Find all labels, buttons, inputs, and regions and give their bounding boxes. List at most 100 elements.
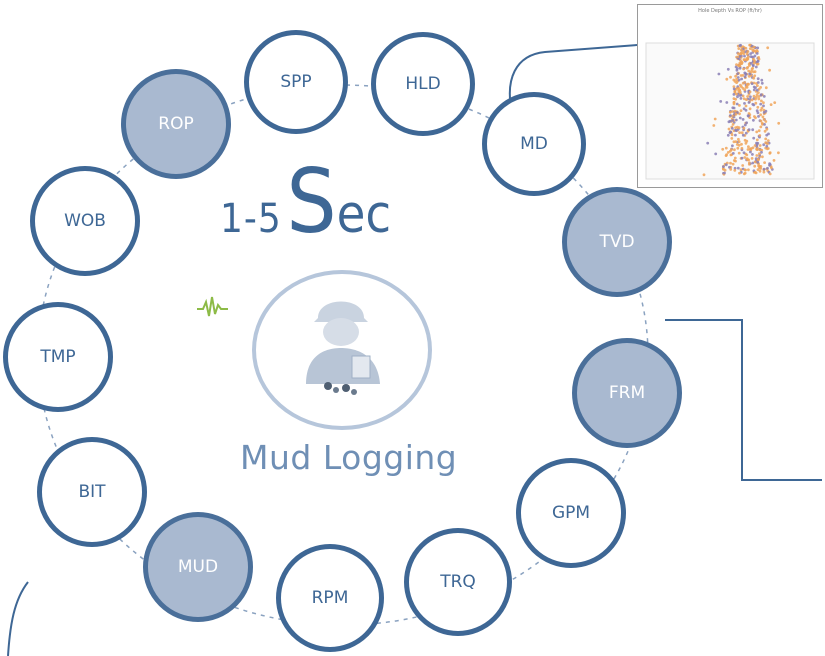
inset-point: [777, 151, 780, 155]
inset-point: [766, 46, 770, 50]
inset-point: [754, 101, 758, 105]
node-hld: HLD: [371, 32, 475, 136]
inset-point: [748, 147, 752, 151]
inset-point: [740, 156, 744, 160]
node-mud: MUD: [143, 512, 253, 622]
inset-point: [742, 97, 746, 101]
inset-point: [759, 108, 763, 112]
inset-point: [739, 43, 742, 47]
inset-point: [741, 133, 745, 137]
inset-point: [726, 67, 730, 71]
inset-point: [751, 64, 755, 68]
inset-point: [739, 168, 743, 172]
node-tvd: TVD: [562, 187, 672, 297]
inset-point: [735, 77, 738, 81]
inset-point: [740, 142, 743, 146]
inset-point: [749, 95, 752, 99]
inset-point: [759, 119, 763, 123]
inset-point: [756, 84, 759, 87]
inset-point: [764, 137, 768, 141]
inset-point: [766, 139, 770, 143]
inset-point: [732, 87, 736, 91]
node-md: MD: [482, 92, 586, 196]
inset-point: [737, 78, 741, 82]
inset-point: [717, 72, 721, 76]
inset-point: [730, 137, 734, 140]
inset-point: [738, 131, 741, 134]
inset-point: [753, 54, 757, 58]
inset-point: [758, 165, 761, 168]
inset-point: [728, 165, 731, 169]
inset-point: [769, 103, 773, 106]
inset-point: [755, 154, 759, 157]
node-label: MUD: [177, 557, 219, 577]
inset-point: [740, 77, 743, 81]
inset-point: [757, 95, 761, 98]
inset-point: [728, 110, 732, 114]
inset-point: [751, 66, 754, 70]
node-label: TMP: [40, 347, 76, 367]
callout-curve-bottom-left: [7, 581, 29, 656]
inset-point: [730, 127, 734, 130]
inset-point: [758, 134, 762, 137]
inset-point: [740, 85, 743, 89]
inset-point: [737, 64, 741, 68]
inset-point: [728, 119, 732, 123]
inset-point: [734, 133, 737, 137]
inset-point: [756, 81, 760, 84]
inset-point: [744, 141, 748, 145]
inset-point: [777, 121, 781, 125]
inset-point: [756, 105, 760, 109]
inset-point: [721, 147, 725, 151]
inset-point: [768, 151, 772, 155]
inset-point: [755, 138, 759, 142]
inset-point: [749, 52, 753, 55]
inset-point: [722, 165, 725, 169]
inset-point: [744, 131, 748, 135]
inset-point: [752, 45, 756, 49]
node-rpm: RPM: [276, 544, 384, 652]
inset-point: [757, 91, 760, 94]
inset-point: [762, 167, 766, 171]
inset-point: [759, 86, 762, 89]
inset-point: [746, 50, 750, 53]
inset-point: [753, 164, 757, 168]
inset-point: [762, 143, 766, 147]
inset-point: [743, 81, 747, 84]
inset-point: [745, 58, 748, 62]
inset-point: [758, 152, 761, 156]
inset-point: [765, 127, 769, 131]
inset-point: [741, 164, 745, 167]
inset-point: [737, 57, 741, 61]
inset-point: [747, 128, 751, 132]
inset-point: [747, 162, 751, 166]
inset-point: [756, 168, 760, 172]
inset-point: [750, 82, 754, 85]
inset-point: [747, 69, 751, 73]
inset-point: [719, 100, 723, 103]
inset-point: [743, 88, 747, 92]
inset-point: [770, 166, 773, 170]
inset-point: [758, 148, 762, 152]
inset-point: [742, 52, 746, 56]
inset-point: [754, 97, 757, 101]
inset-point: [729, 168, 733, 171]
inset-point: [741, 74, 745, 77]
inset-point: [756, 158, 760, 162]
inset-point: [747, 145, 750, 149]
inset-point: [752, 76, 756, 80]
inset-point: [713, 117, 717, 121]
inset-point: [768, 172, 772, 176]
node-label: TRQ: [440, 572, 476, 592]
inset-point: [730, 148, 733, 152]
inset-point: [773, 101, 777, 104]
inset-point: [747, 101, 751, 104]
inset-point: [744, 108, 748, 112]
inset-point: [733, 148, 736, 152]
inset-point: [747, 55, 750, 59]
inset-point: [760, 78, 764, 82]
inset-point: [764, 109, 768, 113]
inset-point: [754, 65, 758, 69]
inset-point: [706, 141, 710, 145]
inset-point: [759, 125, 763, 129]
